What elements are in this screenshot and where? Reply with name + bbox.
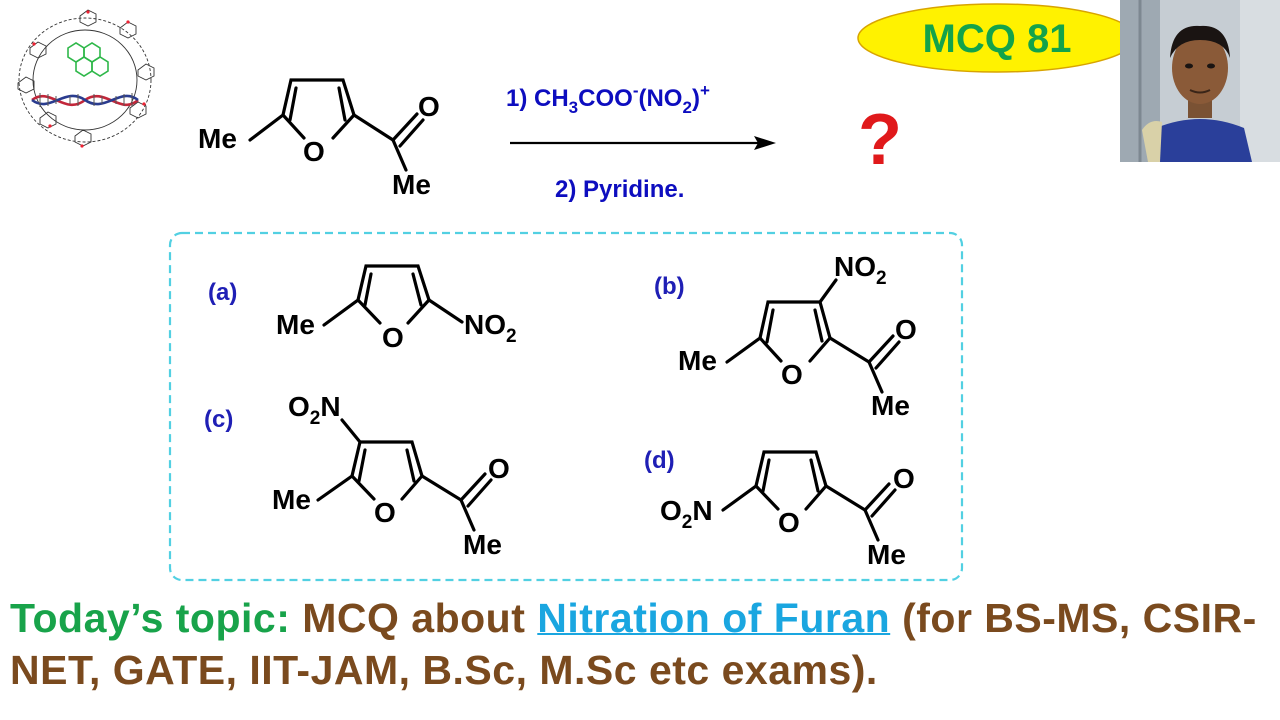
topic-exams: (for BS-MS, CSIR-NET, GATE, IIT-JAM, B.S…	[10, 595, 1257, 693]
option-b-o-ring: O	[781, 359, 803, 390]
option-a-label: (a)	[208, 279, 237, 306]
topic-text: MCQ about	[290, 595, 538, 641]
topic-banner: Today’s topic: MCQ about Nitration of Fu…	[10, 592, 1274, 696]
reactant-o-ring: O	[303, 136, 325, 167]
reactant-me-label: Me	[198, 123, 237, 154]
product-question-mark: ?	[858, 100, 902, 180]
option-d-label: (d)	[644, 447, 675, 474]
option-b-me: Me	[678, 345, 717, 376]
condition-1: 1) CH3COO-(NO2)+	[506, 81, 710, 117]
cyclodextrin-dna-logo-icon	[17, 9, 155, 148]
condition-2: 2) Pyridine.	[555, 176, 684, 203]
option-b-label: (b)	[654, 273, 685, 300]
option-b: (b) NO2 O Me O Me	[654, 251, 917, 421]
reactant-o-carbonyl: O	[418, 91, 440, 122]
option-a-o: O	[382, 322, 404, 353]
reactant-structure: Me O O Me	[198, 78, 440, 200]
option-a-no2: NO2	[464, 309, 517, 347]
option-b-me-acetyl: Me	[871, 390, 910, 421]
option-d-o2n: O2N	[660, 495, 713, 533]
reaction-scheme: Me O O Me 1) CH3COO-(NO2)+ 2) Pyridine. …	[168, 78, 964, 582]
option-c-me-acetyl: Me	[463, 529, 502, 560]
option-c-o2n: O2N	[288, 391, 341, 429]
option-a-me: Me	[276, 309, 315, 340]
options-box	[168, 231, 964, 582]
option-d-me-acetyl: Me	[867, 539, 906, 570]
option-c-label: (c)	[204, 406, 233, 433]
option-c-o-ring: O	[374, 497, 396, 528]
presenter-photo	[1120, 0, 1280, 162]
reactant-me-acetyl: Me	[392, 169, 431, 200]
mcq-badge-label: MCQ 81	[923, 17, 1072, 61]
option-c: (c) O2N Me O O Me	[204, 391, 510, 560]
option-b-o-carbonyl: O	[895, 314, 917, 345]
option-c-me: Me	[272, 484, 311, 515]
option-d: (d) O2N O O Me	[644, 447, 915, 570]
option-d-o-carbonyl: O	[893, 463, 915, 494]
option-c-o-carbonyl: O	[488, 453, 510, 484]
option-d-o-ring: O	[778, 507, 800, 538]
mcq-badge: MCQ 81	[857, 3, 1137, 73]
topic-heading: Today’s topic:	[10, 595, 291, 641]
option-b-no2: NO2	[834, 251, 887, 289]
topic-link[interactable]: Nitration of Furan	[537, 595, 891, 641]
option-a: (a) Me O NO2	[208, 264, 517, 353]
